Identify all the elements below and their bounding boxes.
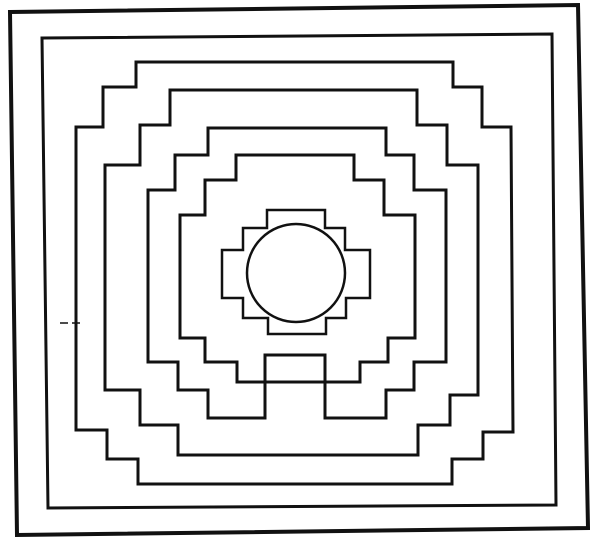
center-cross-ring [222,210,370,334]
stepped-ring-2 [105,90,478,455]
stepped-ring-3 [148,128,446,418]
center-circle [247,224,345,322]
stepped-ring-4 [180,155,415,382]
